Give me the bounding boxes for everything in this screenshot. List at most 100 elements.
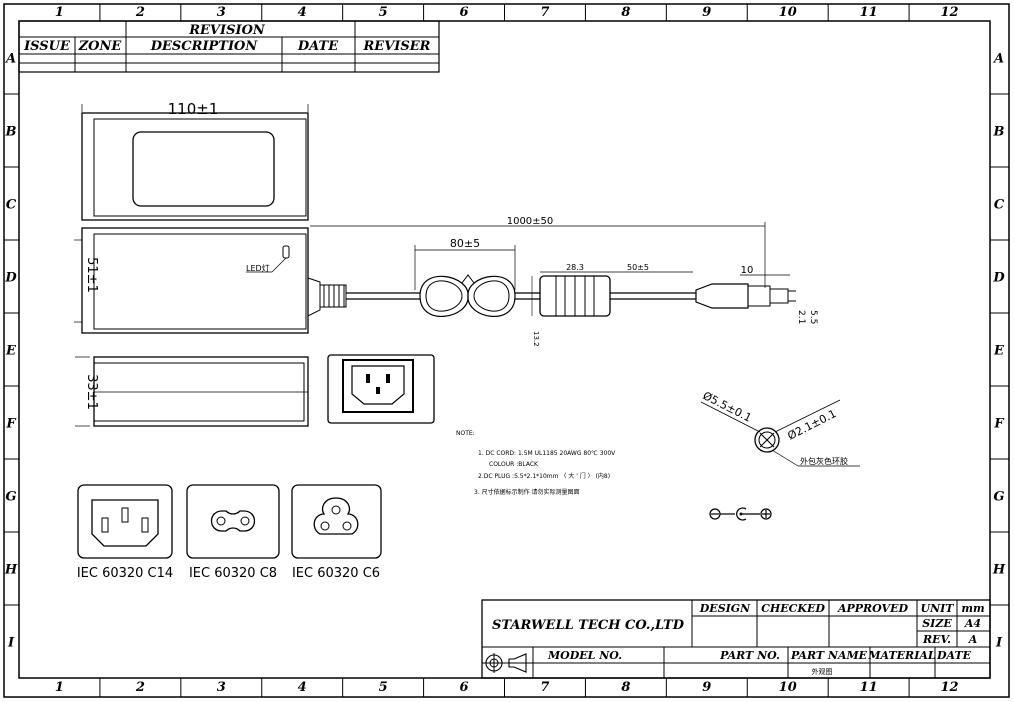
row-marker-left-B: B xyxy=(5,125,17,140)
note-line-2: 2.DC PLUG :5.5*2.1*10mm （ 大 ' 门 ） (内8) xyxy=(478,472,610,480)
note-line-1b: COLOUR :BLACK xyxy=(489,461,539,468)
model-no-label: MODEL NO. xyxy=(547,649,622,662)
part-name-label: PART NAME xyxy=(790,649,868,662)
column-marker-top-11: 11 xyxy=(860,5,878,20)
row-marker-left-I: I xyxy=(7,636,15,651)
row-marker-right-I: I xyxy=(995,636,1003,651)
part-no-label: PART NO. xyxy=(719,649,780,662)
barrel-od: Ø5.5±0.1 xyxy=(701,389,754,425)
column-marker-top-6: 6 xyxy=(460,5,469,20)
connector-c6-label: IEC 60320 C6 xyxy=(292,566,380,581)
barrel-id: Ø2.1±0.1 xyxy=(785,407,838,443)
material-label: MATERIAL xyxy=(867,649,936,662)
revision-table: REVISION ISSUE ZONE DESCRIPTION DATE REV… xyxy=(18,20,440,73)
unit-label: UNIT xyxy=(921,602,955,615)
row-marker-left-A: A xyxy=(4,52,16,67)
outer-frame xyxy=(3,3,1010,698)
revision-header-reviser: REVISER xyxy=(363,39,431,54)
column-marker-top-3: 3 xyxy=(217,5,226,20)
adapter-side-view: 51±1 LED灯 80±5 xyxy=(74,216,818,347)
row-marker-right-C: C xyxy=(994,198,1005,213)
column-marker-top-10: 10 xyxy=(779,5,797,20)
plug-od: 5.5 xyxy=(808,310,818,324)
led-label: LED灯 xyxy=(246,263,270,273)
column-marker-bottom-8: 8 xyxy=(621,680,630,695)
column-marker-top-8: 8 xyxy=(621,5,630,20)
column-marker-top-12: 12 xyxy=(940,5,958,20)
connector-c14: IEC 60320 C14 xyxy=(77,484,173,581)
column-marker-bottom-6: 6 xyxy=(460,680,469,695)
column-marker-bottom-11: 11 xyxy=(860,680,878,695)
ferrite-diameter: 13.2 xyxy=(532,331,540,347)
design-label: DESIGN xyxy=(699,602,751,615)
title-block: STARWELL TECH CO.,LTD DESIGN CHECKED APP… xyxy=(481,599,991,679)
column-marker-bottom-3: 3 xyxy=(217,680,226,695)
note-line-3: 3. 尺寸依据标示制作 请勿实际测量图面 xyxy=(474,488,580,496)
column-marker-bottom-7: 7 xyxy=(540,680,549,695)
column-marker-bottom-5: 5 xyxy=(379,680,388,695)
cable-length: 1000±50 xyxy=(507,216,554,227)
row-marker-right-D: D xyxy=(992,271,1005,286)
adapter-end-view xyxy=(327,354,435,424)
connector-c6: IEC 60320 C6 xyxy=(291,484,382,581)
part-name-value: 外观图 xyxy=(812,667,833,676)
column-marker-bottom-12: 12 xyxy=(940,680,958,695)
revision-header-issue: ISSUE xyxy=(23,39,71,54)
size-value: A4 xyxy=(964,617,981,630)
adapter-top-view: 110±1 xyxy=(81,100,309,221)
row-marker-right-B: B xyxy=(993,125,1005,140)
revision-header-date: DATE xyxy=(297,39,339,54)
row-marker-right-E: E xyxy=(993,344,1005,359)
date-label: DATE xyxy=(936,649,972,662)
revision-header-zone: ZONE xyxy=(78,39,123,54)
row-marker-right-G: G xyxy=(993,490,1004,505)
connector-c14-label: IEC 60320 C14 xyxy=(77,566,173,581)
row-marker-right-A: A xyxy=(992,52,1004,67)
column-marker-top-2: 2 xyxy=(135,5,145,20)
loop-dimension: 80±5 xyxy=(450,237,480,250)
depth-dimension: 51±1 xyxy=(84,257,99,293)
polarity-symbol xyxy=(709,507,772,521)
connector-c8-label: IEC 60320 C8 xyxy=(189,566,277,581)
column-marker-top-7: 7 xyxy=(540,5,549,20)
column-marker-bottom-9: 9 xyxy=(702,680,711,695)
column-marker-bottom-2: 2 xyxy=(135,680,145,695)
company-name: STARWELL TECH CO.,LTD xyxy=(492,618,685,633)
row-marker-left-H: H xyxy=(4,563,18,578)
barrel-callout: Ø5.5±0.1 Ø2.1±0.1 外包灰色环胶 xyxy=(701,389,860,467)
note-title: NOTE: xyxy=(456,430,475,437)
revision-title: REVISION xyxy=(188,23,266,38)
revision-header-description: DESCRIPTION xyxy=(150,39,259,54)
column-marker-bottom-10: 10 xyxy=(779,680,797,695)
notes-block: NOTE: 1. DC CORD: 1.5M UL1185 20AWG 80℃ … xyxy=(456,430,616,496)
row-marker-right-H: H xyxy=(992,563,1006,578)
checked-label: CHECKED xyxy=(761,602,825,615)
column-marker-top-4: 4 xyxy=(298,5,307,20)
rev-label: REV. xyxy=(922,633,951,646)
height-dimension: 33±1 xyxy=(84,374,99,410)
row-marker-right-F: F xyxy=(993,417,1004,432)
unit-value: mm xyxy=(961,602,984,615)
width-dimension: 110±1 xyxy=(168,100,219,118)
column-marker-top-1: 1 xyxy=(55,5,64,20)
ferrite-gap: 50±5 xyxy=(627,263,649,272)
adapter-bottom-view: 33±1 xyxy=(75,356,309,427)
column-marker-bottom-1: 1 xyxy=(55,680,64,695)
column-marker-top-9: 9 xyxy=(702,5,711,20)
plug-id: 2.1 xyxy=(796,310,806,324)
barrel-note: 外包灰色环胶 xyxy=(800,456,848,466)
size-label: SIZE xyxy=(922,617,952,630)
row-marker-left-E: E xyxy=(5,344,17,359)
note-line-1: 1. DC CORD: 1.5M UL1185 20AWG 80℃ 300V xyxy=(478,450,616,457)
row-marker-left-D: D xyxy=(4,271,17,286)
approved-label: APPROVED xyxy=(837,602,909,615)
ferrite-length: 28.3 xyxy=(566,263,584,272)
plug-length: 10 xyxy=(741,265,754,276)
column-marker-bottom-4: 4 xyxy=(298,680,307,695)
row-marker-left-G: G xyxy=(5,490,16,505)
column-marker-top-5: 5 xyxy=(379,5,388,20)
